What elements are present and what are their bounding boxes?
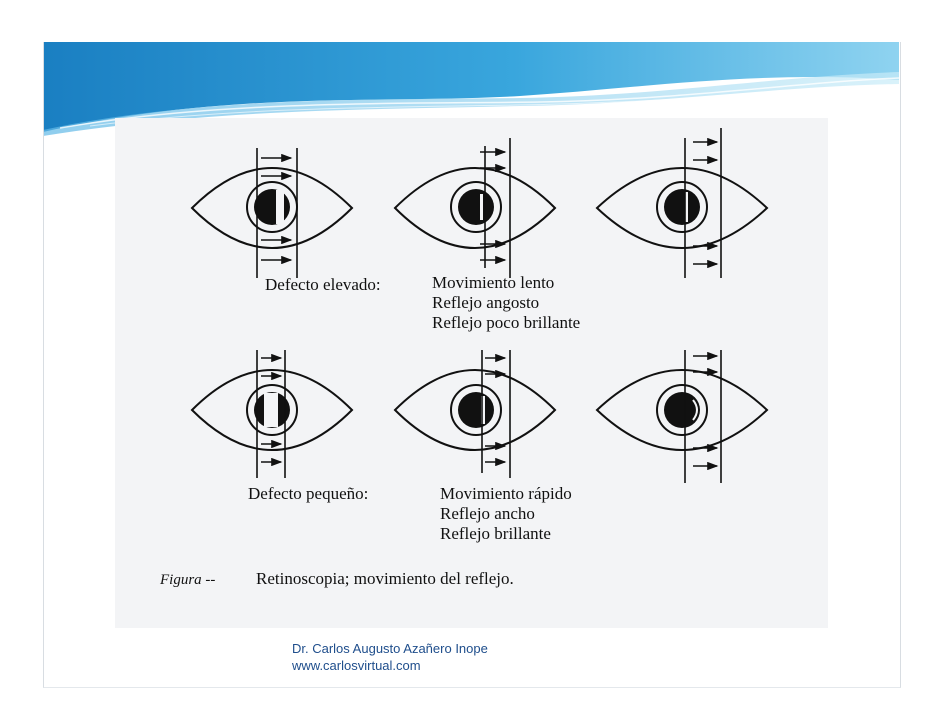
row-1-observation-2: Reflejo angosto: [432, 293, 539, 312]
figure-caption: Retinoscopia; movimiento del reflejo.: [256, 569, 514, 588]
retinoscopy-diagram: Defecto elevado: Movimiento lento Reflej…: [159, 128, 769, 588]
header-swoosh-decoration: [43, 42, 900, 136]
footer-credits: Dr. Carlos Augusto Azañero Inope www.car…: [292, 640, 488, 674]
row-2-label: Defecto pequeño:: [248, 484, 368, 503]
eye-diagram-1: [190, 148, 354, 278]
eye-diagram-4: [190, 350, 354, 478]
row-2-observation-1: Movimiento rápido: [440, 484, 572, 503]
row-2-observation-2: Reflejo ancho: [440, 504, 535, 523]
footer-author: Dr. Carlos Augusto Azañero Inope: [292, 641, 488, 656]
eye-diagram-2: [393, 138, 557, 278]
eye-row-1: [190, 128, 769, 278]
row-2-observation-3: Reflejo brillante: [440, 524, 551, 543]
footer-website: www.carlosvirtual.com: [292, 658, 421, 673]
row-1-label: Defecto elevado:: [265, 275, 381, 294]
eye-row-2: [190, 350, 769, 483]
eye-diagram-5: [393, 350, 557, 478]
row-1-observation-1: Movimiento lento: [432, 273, 554, 292]
figure-caption-label: Figura --: [159, 572, 215, 588]
slide-frame: [43, 42, 901, 688]
row-1-observation-3: Reflejo poco brillante: [432, 313, 580, 332]
eye-diagram-3: [595, 128, 769, 278]
retinoscopy-figure: Defecto elevado: Movimiento lento Reflej…: [115, 118, 828, 628]
eye-diagram-6: [595, 350, 769, 483]
